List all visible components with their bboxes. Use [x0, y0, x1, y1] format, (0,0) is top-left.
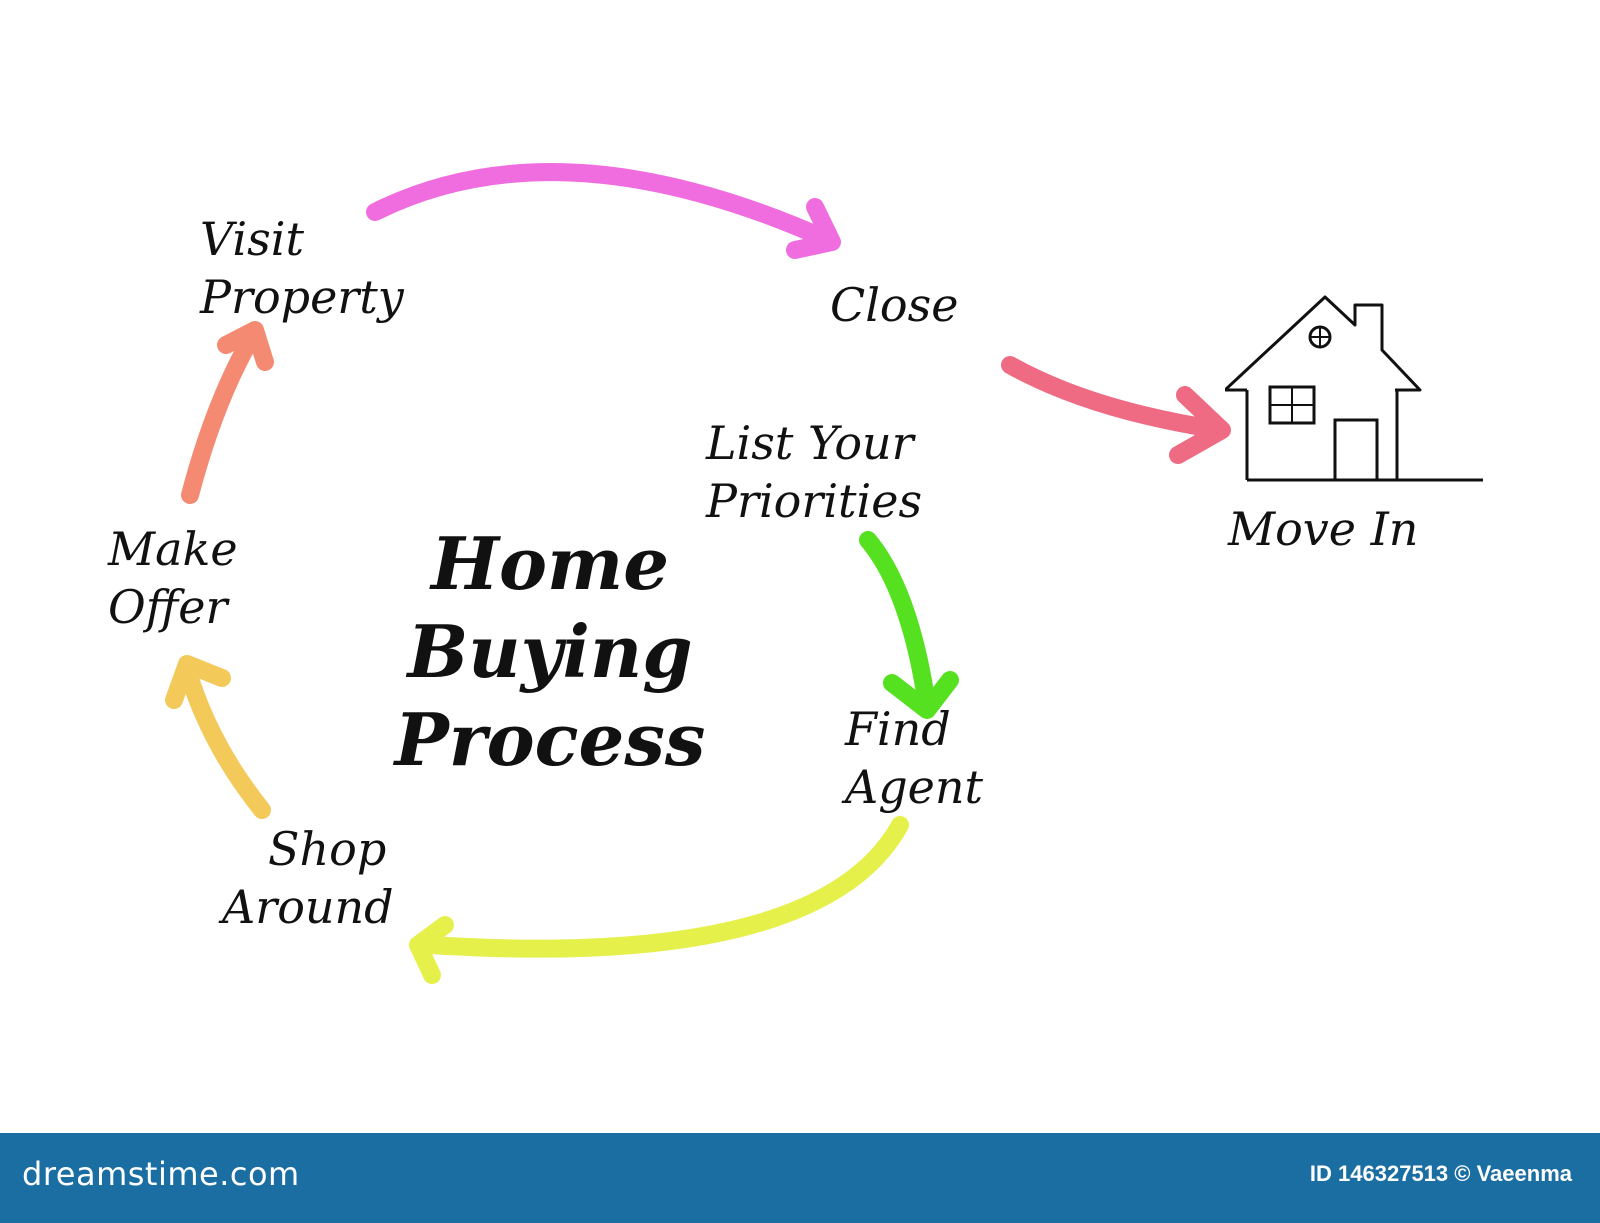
house-icon: [1225, 295, 1483, 482]
arrow-close-to-move-in: [1001, 356, 1229, 439]
step-find-agent: Find Agent: [845, 702, 983, 814]
diagram-canvas: Home Buying Process List Your Priorities…: [108, 163, 1483, 984]
step-visit-property: Visit Property: [200, 212, 404, 324]
arrow-visit-to-close: [366, 163, 837, 249]
arrow-shop-to-offer: [179, 663, 271, 819]
arrow-agent-to-shop: [421, 816, 909, 958]
cycle-arrows: [165, 163, 1231, 984]
arrowhead-offer-to-visit: [217, 321, 274, 371]
arrowhead-shop-to-offer: [165, 655, 231, 709]
brand-logo[interactable]: dreamstime.com: [22, 1155, 300, 1193]
diagram-title: Home Buying Process: [380, 520, 720, 784]
step-list-priorities: List Your Priorities: [706, 416, 923, 528]
title-line-3: Process: [394, 697, 706, 782]
title-line-2: Buying: [407, 609, 693, 694]
title-line-1: Home: [430, 521, 670, 606]
arrow-priorities-to-agent: [859, 531, 936, 714]
arrowhead-priorities-to-agent: [883, 671, 959, 719]
step-move-in: Move In: [1228, 502, 1419, 556]
arrowhead-close-to-move-in: [1169, 386, 1231, 464]
step-make-offer: Make Offer: [108, 522, 238, 634]
step-shop-around: Shop Around: [222, 822, 394, 934]
image-credit: ID 146327513 © Vaeenma: [1309, 1161, 1572, 1186]
step-close: Close: [830, 278, 959, 332]
footer-bar: dreamstime.com ID 146327513 © Vaeenma: [0, 1133, 1600, 1223]
arrowhead-agent-to-shop: [409, 916, 454, 984]
arrowhead-visit-to-close: [786, 198, 841, 259]
arrow-offer-to-visit: [181, 326, 262, 504]
